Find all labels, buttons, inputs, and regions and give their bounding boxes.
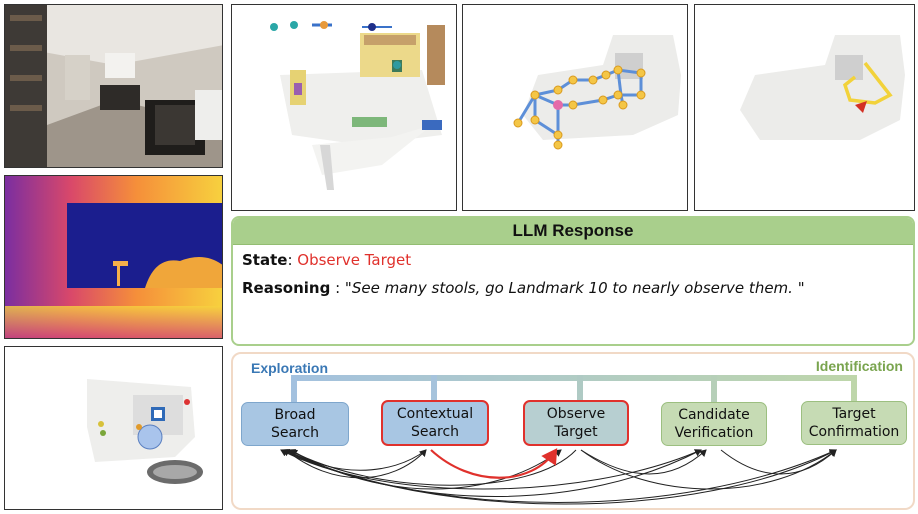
reasoning-label: Reasoning [242, 279, 331, 297]
flow-connectors [280, 375, 857, 505]
landmark-graph-image [462, 4, 688, 211]
exploration-label: Exploration [251, 360, 329, 376]
local-map-image [4, 346, 223, 510]
semantic-3d-map-image [231, 4, 457, 211]
identification-label: Identification [815, 358, 903, 374]
state-line: State: Observe Target [242, 251, 412, 269]
depth-observation-image [4, 175, 223, 339]
state-value: Observe Target [297, 251, 412, 269]
reasoning-line: Reasoning : "See many stools, go Landmar… [242, 279, 805, 297]
planned-path-image [694, 4, 915, 211]
reasoning-value: "See many stools, go Landmark 10 to near… [344, 279, 805, 297]
rgb-observation-image [4, 4, 223, 168]
llm-response-title: LLM Response [233, 218, 913, 245]
llm-response-panel: LLM Response State: Observe Target Reaso… [231, 216, 915, 346]
state-label: State [242, 251, 288, 269]
